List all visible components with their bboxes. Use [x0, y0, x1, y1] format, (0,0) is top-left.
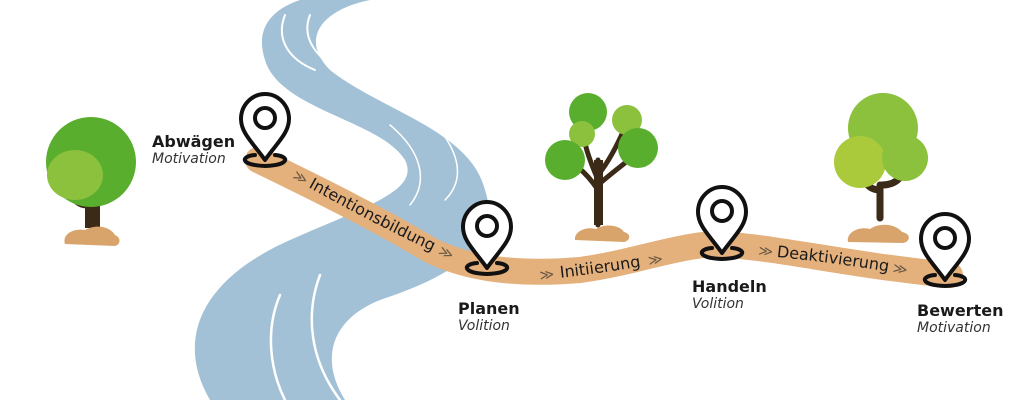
stage-title: Abwägen [152, 132, 236, 151]
river [194, 0, 489, 400]
river-highlight [389, 124, 422, 206]
river-highlight [419, 109, 459, 201]
stage-phase: Volition [692, 296, 744, 313]
stage-title: Planen [458, 299, 520, 318]
tree-right [834, 93, 928, 243]
tree-middle [545, 93, 658, 242]
journey-path [245, 147, 963, 288]
stage-phase: Motivation [152, 151, 226, 168]
rock-icon [64, 226, 120, 246]
pin-planen-icon [461, 200, 513, 277]
stage-title: Handeln [692, 277, 767, 296]
stage-title: Bewerten [917, 301, 1004, 320]
stage-handeln: Handeln Volition [692, 277, 767, 313]
pin-abwaegen-icon [239, 92, 291, 169]
stage-abwaegen: Abwägen Motivation [152, 132, 236, 168]
river-highlight [269, 293, 287, 400]
rock-icon [847, 224, 909, 243]
river-highlight [310, 273, 342, 400]
river-body [194, 0, 489, 400]
pin-bewerten-icon [919, 212, 971, 289]
river-highlight [280, 14, 316, 71]
tree-left [46, 117, 136, 246]
stage-phase: Motivation [917, 320, 991, 337]
pin-handeln-icon [696, 185, 748, 262]
stage-bewerten: Bewerten Motivation [917, 301, 1004, 337]
rock-icon [574, 225, 630, 242]
stage-phase: Volition [458, 318, 510, 335]
river-highlight [306, 14, 341, 71]
stage-planen: Planen Volition [458, 299, 520, 335]
